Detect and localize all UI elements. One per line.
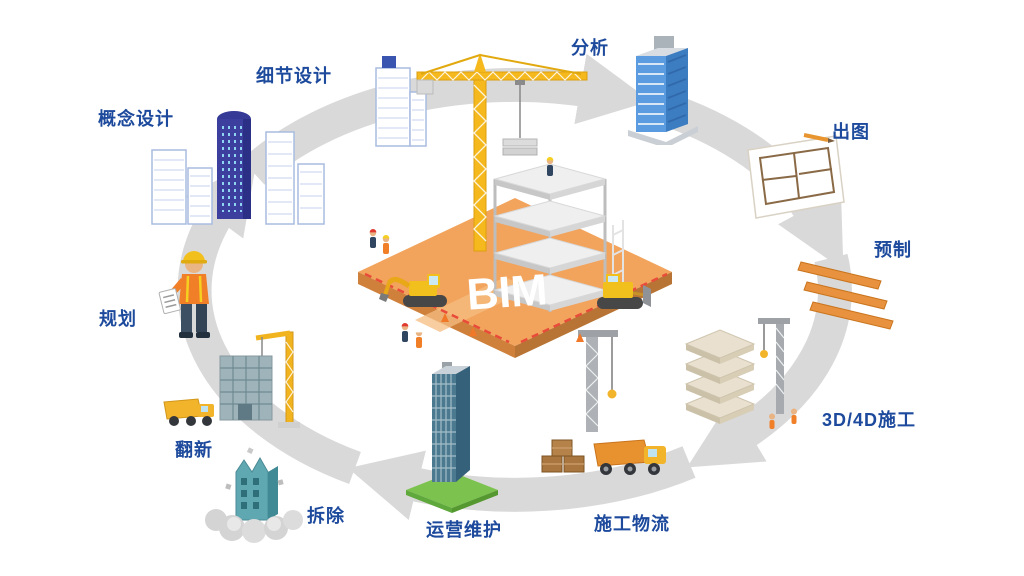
traffic-cones <box>441 313 584 342</box>
label-construction-3d4d: 3D/4D施工 <box>822 410 917 430</box>
hoist-workers <box>769 408 797 429</box>
renovation-building <box>219 355 273 421</box>
bim-center-site-illustration: BIM <box>358 53 672 358</box>
dark-landmark-tower <box>217 111 251 219</box>
site-platform <box>358 198 672 358</box>
label-analysis: 分析 <box>571 38 609 58</box>
label-drawing-output: 出图 <box>832 122 870 142</box>
dust-clouds <box>205 509 303 543</box>
collapsing-building <box>225 447 284 521</box>
ring-arc-right <box>687 253 852 468</box>
construction-hoist <box>758 318 790 414</box>
crane-load <box>502 138 538 156</box>
label-operation-maintenance: 运营维护 <box>426 520 502 540</box>
label-construction-logistics: 施工物流 <box>594 514 670 534</box>
precast-building <box>684 329 756 424</box>
cargo-crates <box>541 439 585 473</box>
label-planning: 规划 <box>99 309 137 329</box>
construction-logistics-illustration <box>541 330 666 475</box>
operation-maintenance-illustration <box>406 362 498 513</box>
dump-truck <box>593 439 666 475</box>
planner-worker <box>158 251 210 338</box>
renovation-illustration <box>163 330 300 428</box>
concept-design-illustration <box>151 111 325 225</box>
construction-3d4d-illustration <box>684 318 797 429</box>
label-renovation: 翻新 <box>175 440 213 460</box>
label-prefabrication: 预制 <box>874 240 912 260</box>
om-tower <box>432 362 470 482</box>
ring-arc-left <box>177 159 361 484</box>
label-concept-design: 概念设计 <box>98 109 174 129</box>
renovation-truck <box>163 398 214 426</box>
building-under-construction <box>493 163 624 311</box>
excavator <box>379 274 447 307</box>
tower-crane <box>416 53 588 252</box>
pencil-icon <box>803 133 835 143</box>
label-demolition: 拆除 <box>307 506 345 526</box>
detail-design-illustration <box>375 56 427 147</box>
site-workers <box>369 157 554 348</box>
demolition-illustration <box>205 447 303 543</box>
label-detail-design: 细节设计 <box>256 66 332 86</box>
bim-center-label: BIM <box>465 265 549 320</box>
logistics-hoist-tower <box>578 330 618 432</box>
planning-illustration <box>158 251 210 338</box>
bulldozer <box>597 274 651 309</box>
